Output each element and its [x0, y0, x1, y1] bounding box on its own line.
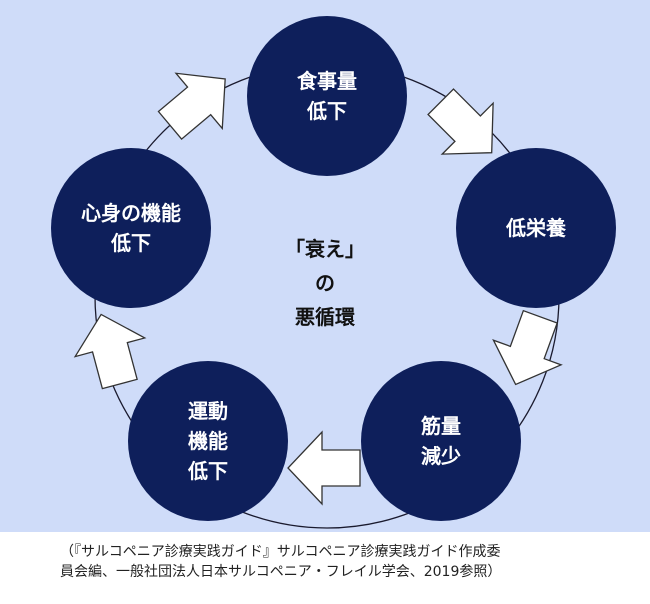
node-mind-body-function-line1: 心身の機能: [81, 201, 181, 225]
node-motor-function-line2: 機能: [188, 429, 228, 453]
center-title-line3: 悪循環: [295, 305, 355, 329]
node-motor-function: [128, 361, 288, 521]
arrow-nutrition-to-muscle: [492, 309, 563, 386]
arrow-motor-to-mind: [73, 313, 147, 390]
arrow-mind-to-food: [157, 72, 226, 140]
center-title-line2: の: [315, 271, 335, 295]
node-muscle-loss-line1: 筋量: [421, 414, 461, 438]
node-motor-function-line3: 低下: [188, 459, 228, 483]
node-undernutrition: [456, 148, 616, 308]
cycle-diagram: [51, 16, 616, 529]
node-muscle-loss-line2: 減少: [421, 444, 461, 468]
node-mind-body-function: [51, 148, 211, 308]
arrow-muscle-to-motor: [287, 430, 361, 506]
diagram-panel: 食事量 低下 低栄養 筋量 減少 運動 機能 低下 心身の機能 低下 「衰え」 …: [0, 0, 650, 532]
center-title-line1: 「衰え」: [285, 237, 365, 261]
node-motor-function-label: 運動 機能 低下: [128, 396, 288, 486]
node-food-intake-line1: 食事量: [297, 69, 357, 93]
node-muscle-loss: [361, 361, 521, 521]
source-caption-line2: 員会編、一般社団法人日本サルコペニア・フレイル学会、2019参照）: [60, 564, 502, 580]
source-caption-line1: （『サルコペニア診療実践ガイド』サルコペニア診療実践ガイド作成委: [60, 544, 501, 560]
node-mind-body-function-label: 心身の機能 低下: [51, 198, 211, 258]
node-motor-function-line1: 運動: [188, 399, 228, 423]
node-food-intake: [247, 16, 407, 176]
node-undernutrition-line1: 低栄養: [506, 216, 566, 240]
arrow-food-to-nutrition: [427, 88, 494, 155]
node-undernutrition-label: 低栄養: [456, 213, 616, 243]
node-food-intake-line2: 低下: [307, 99, 347, 123]
node-muscle-loss-label: 筋量 減少: [361, 411, 521, 471]
source-caption: （『サルコペニア診療実践ガイド』サルコペニア診療実践ガイド作成委 員会編、一般社…: [60, 542, 620, 582]
node-food-intake-label: 食事量 低下: [247, 66, 407, 126]
center-title: 「衰え」 の 悪循環: [255, 232, 395, 334]
node-mind-body-function-line2: 低下: [111, 231, 151, 255]
